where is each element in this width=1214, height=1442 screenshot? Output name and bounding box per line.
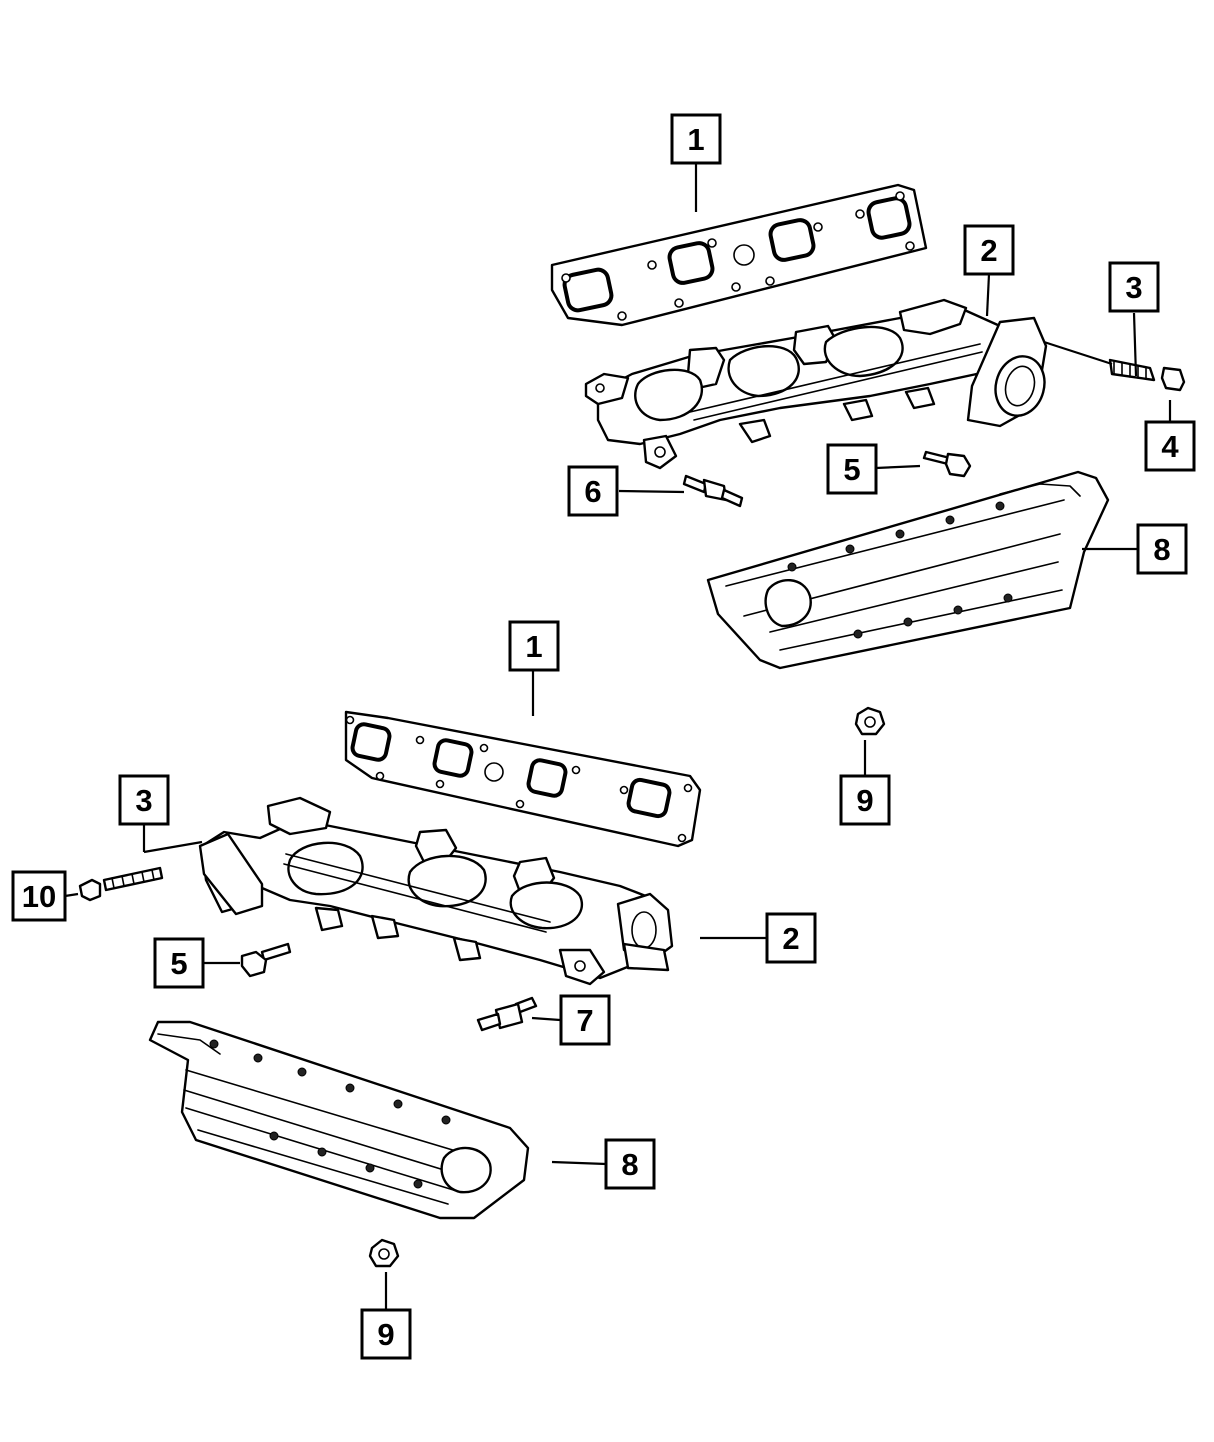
callout-label: 1 (687, 122, 704, 157)
top-bolt (922, 450, 972, 478)
callout-top-bolt: 5 (826, 443, 878, 495)
callout-bottom-heat-shield: 8 (604, 1138, 656, 1190)
top-shield-nut (854, 706, 886, 736)
callout-top-manifold: 2 (963, 224, 1015, 276)
bottom-exhaust-manifold (198, 796, 674, 986)
bottom-heat-shield (148, 1020, 530, 1220)
callout-top-sensor-stud: 6 (567, 465, 619, 517)
top-stud (1108, 358, 1156, 382)
bottom-stud-nut (78, 878, 102, 902)
callout-label: 5 (843, 452, 860, 487)
callout-label: 3 (1125, 270, 1142, 305)
callout-bottom-stud: 3 (118, 774, 170, 826)
callout-label: 5 (170, 946, 187, 981)
top-heat-shield (706, 470, 1110, 670)
callout-label: 2 (980, 233, 997, 268)
callout-label: 7 (576, 1003, 593, 1038)
top-sensor-stud (682, 474, 744, 508)
bottom-shield-nut (368, 1238, 400, 1268)
callout-top-gasket: 1 (670, 113, 722, 165)
callout-label: 1 (525, 629, 542, 664)
bottom-stud (102, 866, 164, 892)
top-exhaust-manifold (584, 298, 1048, 470)
callout-label: 3 (135, 783, 152, 818)
leader-lines (64, 163, 1172, 1310)
bottom-bolt (240, 942, 292, 978)
callout-label: 2 (782, 921, 799, 956)
bottom-sensor-stud (476, 996, 538, 1032)
callout-label: 6 (584, 474, 601, 509)
callout-label: 9 (377, 1317, 394, 1352)
top-nut (1160, 366, 1186, 392)
callout-label: 9 (856, 783, 873, 818)
callout-bottom-gasket: 1 (508, 620, 560, 672)
callout-bottom-sensor-stud: 7 (559, 994, 611, 1046)
bottom-gasket (344, 710, 702, 848)
callout-top-heat-shield: 8 (1136, 523, 1188, 575)
callout-bottom-manifold: 2 (765, 912, 817, 964)
callout-top-nut: 4 (1144, 420, 1196, 472)
callout-bottom-stud-nut: 10 (11, 870, 67, 922)
top-gasket (550, 183, 928, 327)
callout-top-stud: 3 (1108, 261, 1160, 313)
callout-top-shield-nut: 9 (839, 774, 891, 826)
callout-bottom-bolt: 5 (153, 937, 205, 989)
callout-label: 8 (1153, 532, 1170, 567)
callout-label: 8 (621, 1147, 638, 1182)
callout-label: 10 (22, 879, 56, 914)
callout-bottom-shield-nut: 9 (360, 1308, 412, 1360)
callout-label: 4 (1161, 429, 1179, 464)
